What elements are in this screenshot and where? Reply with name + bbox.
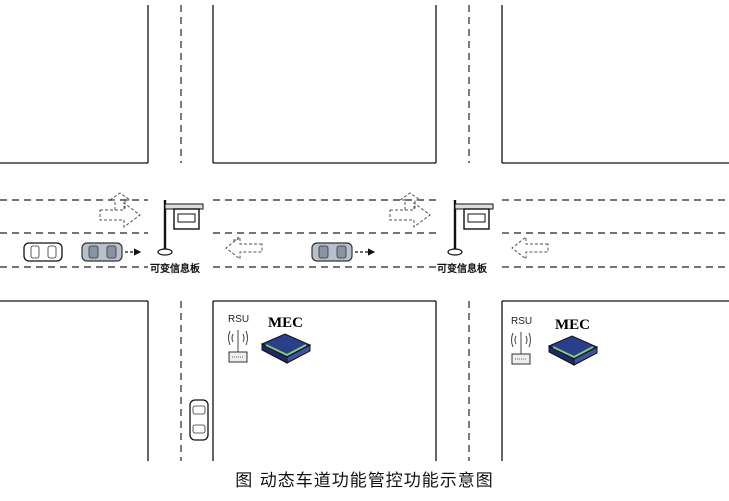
mec-label: MEC	[268, 315, 303, 331]
straight-left-arrow-icon	[99, 202, 141, 228]
lane-dividers	[0, 5, 729, 461]
car-white-vertical	[189, 399, 209, 441]
right-turn-arrow-icon-2	[511, 235, 549, 261]
figure-caption: 图 动态车道功能管控功能示意图	[235, 471, 494, 491]
rsu-device-right: RSU	[511, 316, 532, 365]
variable-message-sign-left: 可变信息板	[150, 200, 204, 275]
car-gray-left	[81, 242, 142, 262]
rsu-device-left: RSU	[228, 314, 249, 363]
antenna-icon	[511, 332, 531, 354]
rsu-label: RSU	[511, 316, 532, 327]
car-gray-middle	[311, 242, 376, 262]
mec-server-right: MEC	[547, 317, 599, 366]
mec-server-left: MEC	[260, 315, 312, 364]
variable-message-sign-right: 可变信息板	[437, 200, 494, 275]
car-white-left	[23, 242, 63, 262]
sign-label: 可变信息板	[437, 262, 488, 275]
sign-label: 可变信息板	[150, 262, 201, 275]
antenna-icon	[228, 330, 248, 352]
rsu-label: RSU	[228, 314, 249, 325]
mec-label: MEC	[555, 317, 590, 333]
straight-left-arrow-icon-2	[389, 202, 431, 228]
turn-arrows	[99, 192, 549, 261]
road-edges	[0, 5, 729, 461]
right-turn-arrow-icon	[225, 235, 263, 261]
left-turn-arrow-icon	[108, 192, 132, 210]
